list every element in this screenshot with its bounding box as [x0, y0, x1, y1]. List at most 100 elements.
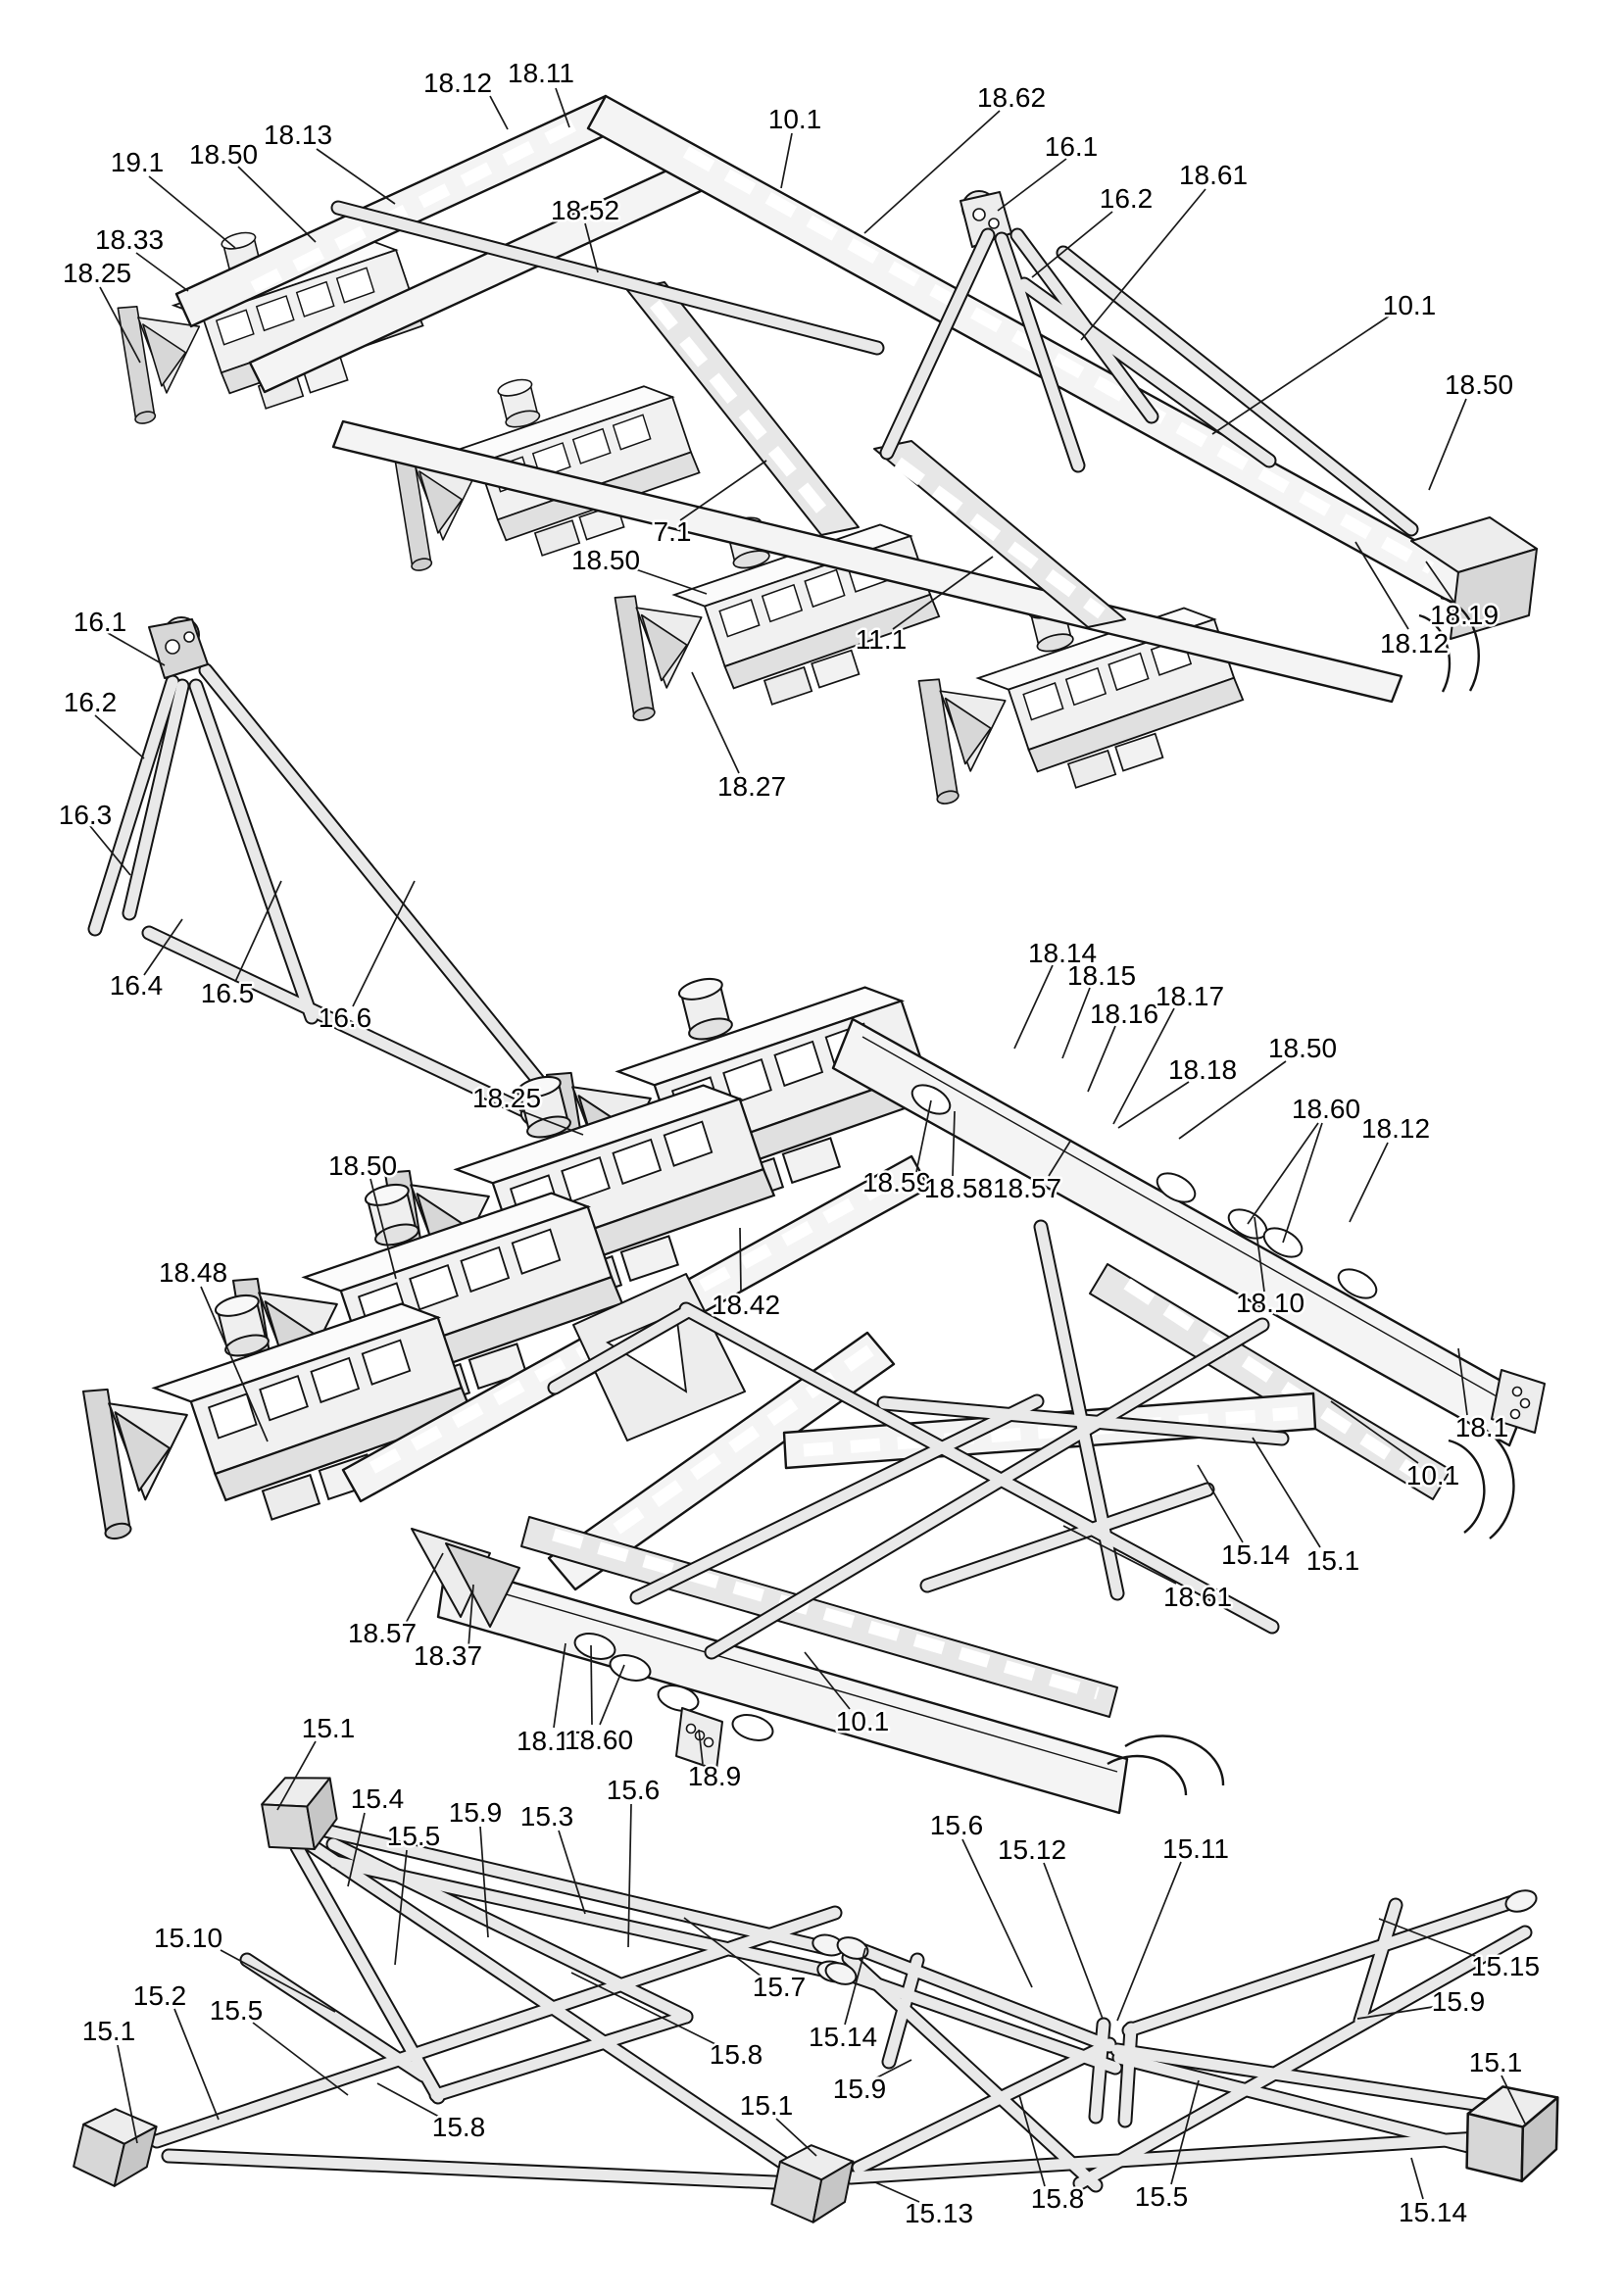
part-label: 18.50 [189, 139, 258, 170]
leader-line [220, 1949, 336, 2013]
leader-line [1043, 1862, 1104, 2020]
leader-line [376, 2082, 440, 2118]
leader-line [775, 2118, 817, 2157]
part-label: 18.27 [717, 771, 786, 802]
part-label: 15.9 [1432, 1986, 1486, 2017]
assembly-top-chassis [96, 94, 1538, 822]
leader-line [1428, 398, 1467, 491]
part-label: 15.1 [1306, 1545, 1360, 1576]
part-label: 16.5 [201, 978, 255, 1008]
part-label: 18.1 [1455, 1412, 1509, 1442]
leader-line [1349, 1142, 1389, 1223]
part-label: 15.7 [753, 1972, 807, 2002]
part-label: 18.33 [95, 224, 164, 255]
part-label: 18.12 [423, 68, 492, 98]
leader-line [1211, 313, 1394, 435]
middle-brace-tubes [547, 1219, 1290, 1660]
leader-line [804, 1651, 851, 1710]
part-label: 15.6 [930, 1810, 984, 1840]
part-label: 18.13 [264, 120, 332, 150]
leader-line [468, 1584, 474, 1648]
assembly-bottom-right-truss [768, 1889, 1565, 2227]
leader-line [844, 1947, 866, 2026]
part-label: 16.1 [74, 607, 127, 637]
part-label: 15.1 [1469, 2047, 1523, 2077]
part-label: 15.14 [809, 2022, 877, 2052]
part-label: 10.1 [836, 1706, 890, 1736]
part-label: 15.6 [607, 1775, 661, 1805]
leader-line [691, 671, 740, 774]
part-label: 7.1 [654, 516, 692, 547]
callouts-middle-chassis: 18.1418.1518.1618.1718.1818.5018.6018.12… [156, 936, 1510, 1794]
leader-line [863, 110, 1001, 234]
leader-line [1116, 1861, 1182, 2022]
leader-line [1112, 1007, 1175, 1125]
leader-line [874, 2181, 920, 2203]
leader-line [1247, 1122, 1319, 1225]
leader-line [626, 565, 708, 595]
part-label: 15.14 [1399, 2197, 1467, 2227]
part-label: 15.9 [449, 1797, 503, 1828]
br-truss-tubes [833, 1891, 1533, 2193]
part-label: 18.60 [565, 1725, 633, 1755]
part-label: 18.25 [63, 258, 131, 288]
leader-line [1178, 1060, 1287, 1140]
leader-line [1410, 2157, 1424, 2200]
part-label: 18.59 [862, 1167, 931, 1197]
part-label: 15.14 [1221, 1539, 1290, 1570]
leader-line [1282, 1122, 1323, 1244]
part-label: 15.1 [740, 2090, 794, 2121]
part-label: 18.48 [159, 1257, 227, 1288]
bl-end-block-bottom [71, 2103, 160, 2192]
leader-line [518, 1109, 584, 1136]
part-label: 18.50 [571, 545, 640, 575]
part-label: 15.10 [154, 1923, 222, 1953]
leader-line [117, 2044, 138, 2144]
part-label: 15.13 [905, 2198, 973, 2228]
leader-line [1117, 1081, 1190, 1129]
leader-line [874, 2059, 912, 2079]
leader-line [599, 1664, 625, 1726]
leader-line [234, 880, 282, 983]
leader-line [316, 148, 396, 205]
leader-line [173, 2008, 220, 2121]
part-label: 15.8 [710, 2039, 763, 2070]
part-label: 18.37 [414, 1640, 482, 1671]
part-label: 18.57 [993, 1173, 1061, 1203]
leader-line [1170, 2079, 1200, 2185]
part-label: 15.1 [302, 1713, 356, 1743]
part-label: 18.61 [1163, 1582, 1232, 1612]
leader-line [915, 1099, 932, 1173]
leader-line [1013, 964, 1054, 1050]
leader-line [1425, 561, 1455, 604]
part-label: 18.16 [1090, 999, 1158, 1029]
leader-line [1048, 1139, 1072, 1177]
part-label: 15.11 [1162, 1833, 1229, 1864]
part-label: 18.25 [472, 1083, 541, 1113]
leader-line [1252, 1437, 1321, 1548]
sill-end-cap [1491, 1369, 1546, 1434]
bottom-sill [436, 1561, 1129, 1815]
leader-line [627, 1803, 632, 1948]
part-label: 18.50 [1445, 369, 1513, 400]
part-label: 18.11 [508, 58, 574, 88]
leader-line [892, 556, 994, 630]
part-label: 15.12 [998, 1834, 1066, 1865]
leader-line [489, 95, 509, 130]
part-label: 18.42 [712, 1290, 780, 1320]
part-label: 16.6 [319, 1002, 372, 1033]
part-label: 15.5 [387, 1821, 441, 1851]
upper-sill [831, 1017, 1531, 1447]
part-label: 16.3 [59, 800, 113, 830]
leader-line [252, 2022, 349, 2096]
part-label: 15.2 [133, 1980, 187, 2011]
part-label: 15.5 [210, 1995, 264, 2026]
leader-line [369, 1178, 397, 1280]
leader-line [1061, 987, 1091, 1059]
leader-line [1087, 1025, 1116, 1093]
